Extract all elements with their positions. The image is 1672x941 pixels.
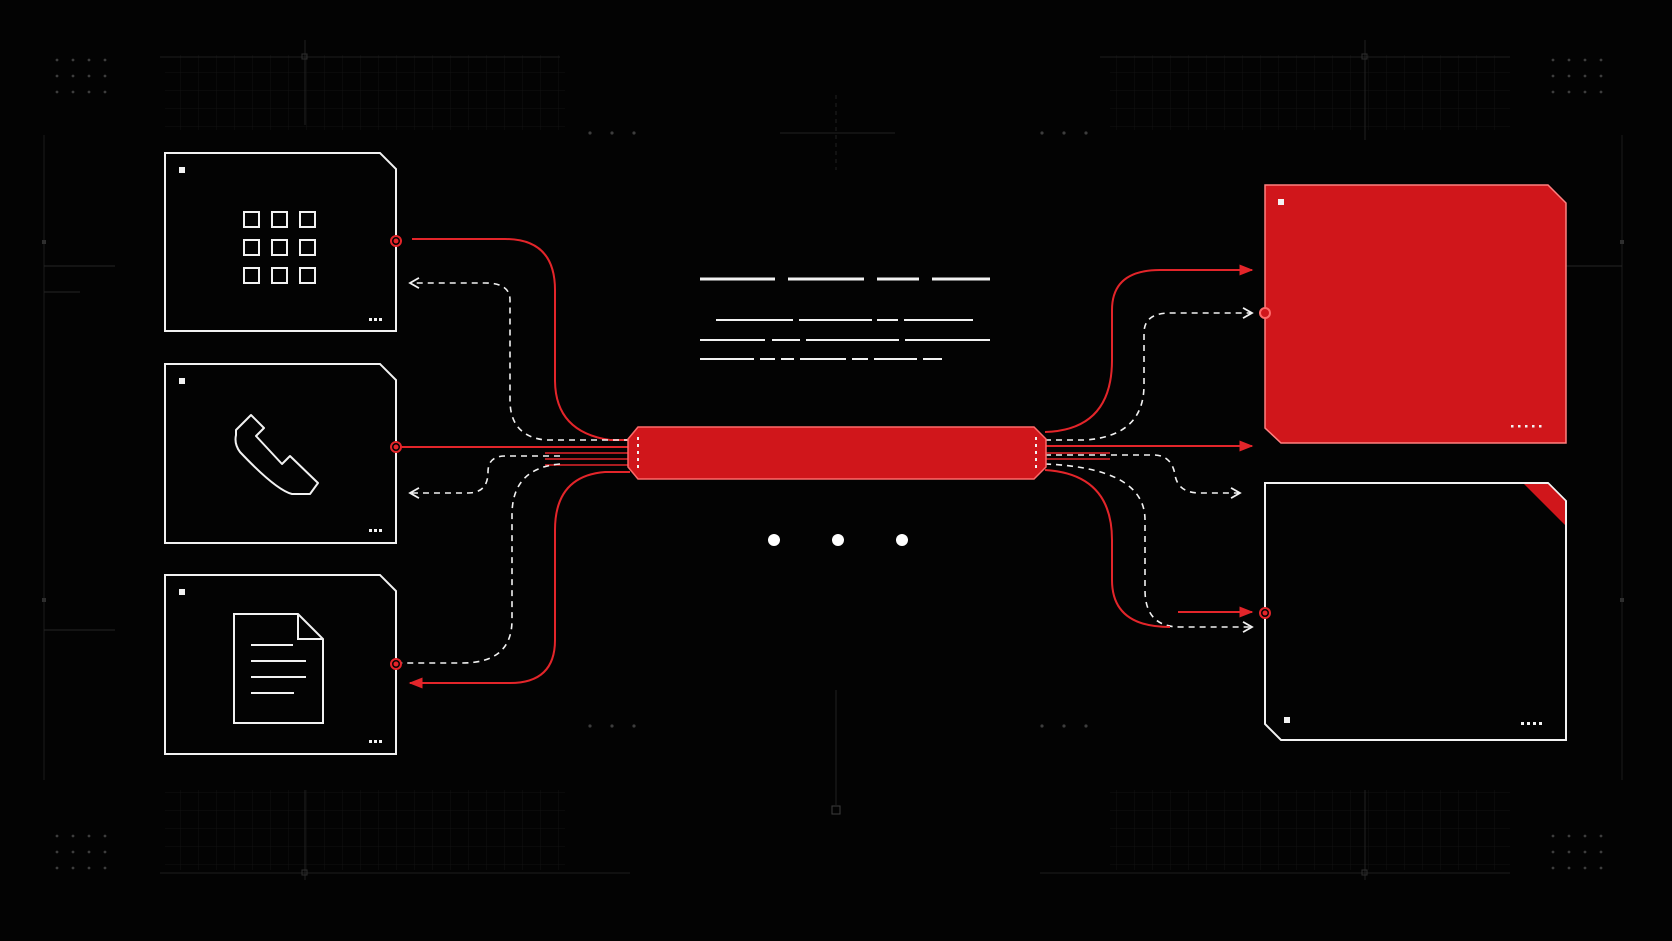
pagination-dot: [896, 534, 908, 546]
connector-target2-in: [1044, 469, 1171, 628]
connector-target2-dashed-a: [1045, 454, 1242, 499]
connector-target2-dashed-b: [1044, 463, 1254, 633]
card-corner-marker: [1284, 717, 1290, 723]
connector-card2-return: [408, 455, 560, 499]
document-icon: [233, 613, 324, 724]
pagination-dot: [832, 534, 844, 546]
source-card-apps[interactable]: [164, 152, 402, 332]
card-menu-dots: [369, 318, 382, 321]
phone-icon: [234, 414, 319, 495]
target-card-inactive[interactable]: [1259, 482, 1567, 741]
right-connectors: [1044, 264, 1254, 633]
target-card-active[interactable]: [1259, 184, 1567, 444]
card-menu-dots: [369, 740, 382, 743]
connector-target1-dashed: [1045, 307, 1254, 441]
source-card-phone[interactable]: [164, 363, 402, 544]
card-corner-marker: [179, 589, 185, 595]
placeholder-text-block: [700, 277, 990, 360]
card-corner-marker: [1278, 199, 1284, 205]
background-grid: [42, 40, 1624, 880]
connector-target1-in: [1044, 264, 1254, 433]
connector-card1-return: [408, 277, 630, 441]
app-grid-icon: [243, 211, 316, 284]
source-card-document[interactable]: [164, 574, 402, 755]
connector-card3-return-dashed: [398, 463, 561, 664]
connection-port: [1259, 307, 1271, 319]
card-corner-accent: [1524, 484, 1565, 525]
card-menu-dots: [1521, 722, 1542, 725]
card-menu-dots: [369, 529, 382, 532]
pagination-dots[interactable]: [768, 534, 908, 546]
connector-card3-out: [408, 471, 630, 689]
left-connectors: [398, 238, 630, 689]
connector-card1-out: [412, 238, 630, 441]
card-corner-marker: [179, 378, 185, 384]
pagination-dot: [768, 534, 780, 546]
card-menu-dots: [1511, 425, 1542, 428]
card-corner-marker: [179, 167, 185, 173]
central-hub[interactable]: [627, 426, 1047, 480]
